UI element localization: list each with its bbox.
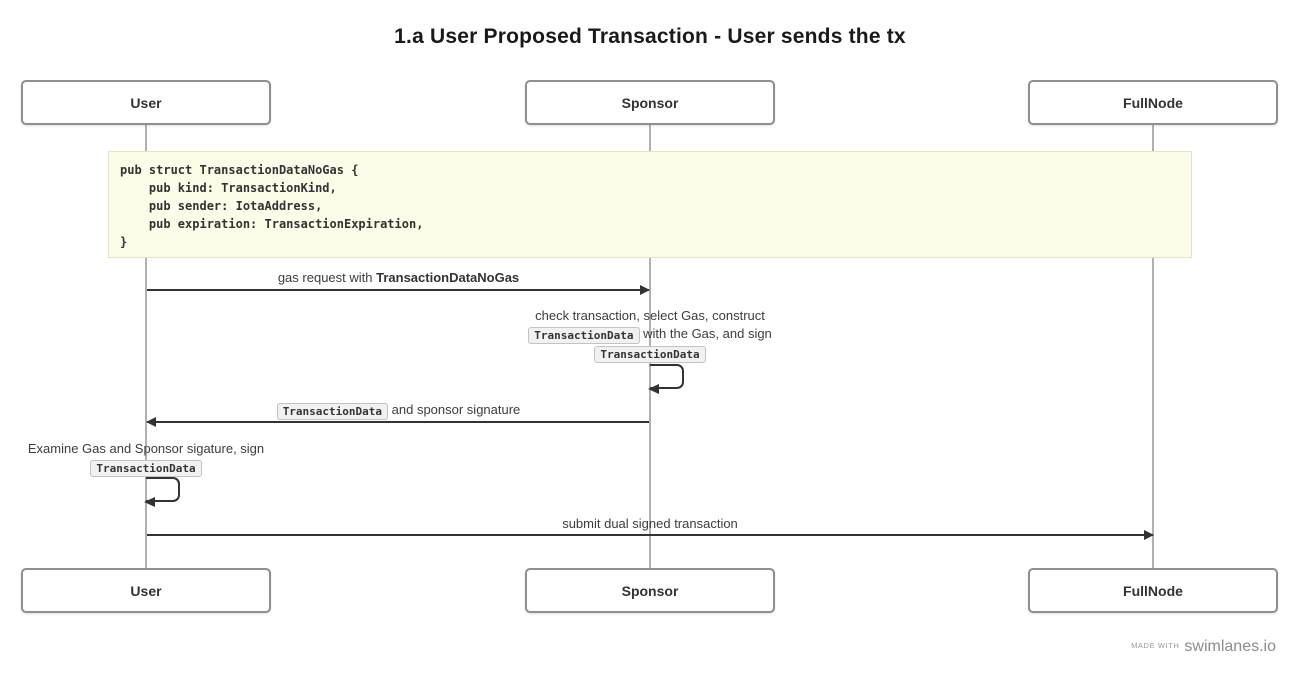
actor-box-fullnode-bottom: FullNode bbox=[1028, 568, 1278, 613]
message-text: and sponsor signature bbox=[388, 402, 521, 417]
message-text: gas request with bbox=[277, 270, 377, 285]
swimlanes-logo[interactable]: swimlanes.io bbox=[1184, 638, 1276, 655]
actor-label-user-bottom: User bbox=[130, 582, 162, 599]
self-loop-user bbox=[144, 477, 180, 507]
actor-label-sponsor-top: Sponsor bbox=[621, 94, 679, 111]
actor-box-user-top: User bbox=[21, 80, 271, 125]
actor-box-sponsor-top: Sponsor bbox=[525, 80, 775, 125]
message-line: TransactionData bbox=[0, 458, 292, 477]
message-label-sponsor-self: check transaction, select Gas, construct… bbox=[450, 307, 850, 363]
self-loop-sponsor bbox=[648, 364, 684, 394]
message-line: TransactionData bbox=[450, 344, 850, 363]
code-note: pub struct TransactionDataNoGas { pub ki… bbox=[108, 151, 1192, 258]
code-line: pub sender: IotaAddress, bbox=[120, 199, 323, 213]
code-line: pub struct TransactionDataNoGas { bbox=[120, 163, 359, 177]
code-line: } bbox=[120, 235, 128, 249]
arrow-user-to-sponsor bbox=[147, 285, 650, 295]
actor-box-user-bottom: User bbox=[21, 568, 271, 613]
actor-label-fullnode-bottom: FullNode bbox=[1123, 582, 1183, 599]
code-chip: TransactionData bbox=[594, 346, 706, 363]
message-line: check transaction, select Gas, construct bbox=[535, 308, 765, 323]
lifeline-user bbox=[145, 124, 147, 570]
arrow-sponsor-to-user bbox=[146, 417, 649, 427]
code-chip: TransactionData bbox=[90, 460, 202, 477]
arrow-user-to-fullnode bbox=[147, 530, 1154, 540]
code-line: pub kind: TransactionKind, bbox=[120, 181, 337, 195]
message-line: TransactionData with the Gas, and sign bbox=[450, 325, 850, 344]
swimlanes-branding[interactable]: MADE WITH swimlanes.io bbox=[1131, 638, 1276, 656]
message-label-submit: submit dual signed transaction bbox=[147, 515, 1153, 533]
lifeline-fullnode bbox=[1152, 124, 1154, 570]
diagram-title: 1.a User Proposed Transaction - User sen… bbox=[394, 25, 906, 48]
arrowhead-right-icon bbox=[1144, 530, 1154, 540]
code-chip: TransactionData bbox=[528, 327, 640, 344]
arrowhead-left-icon bbox=[146, 417, 156, 427]
actor-box-fullnode-top: FullNode bbox=[1028, 80, 1278, 125]
message-label-sponsor-return: TransactionData and sponsor signature bbox=[147, 401, 650, 420]
arrowhead-right-icon bbox=[640, 285, 650, 295]
message-label-user-self: Examine Gas and Sponsor sigature, sign T… bbox=[0, 440, 292, 477]
arrowhead-left-icon bbox=[648, 384, 659, 394]
actor-label-user-top: User bbox=[130, 94, 162, 111]
made-with-label: MADE WITH bbox=[1131, 641, 1180, 650]
message-text: submit dual signed transaction bbox=[562, 516, 738, 531]
arrowhead-left-icon bbox=[144, 497, 155, 507]
actor-box-sponsor-bottom: Sponsor bbox=[525, 568, 775, 613]
code-chip: TransactionData bbox=[276, 403, 389, 420]
message-line: Examine Gas and Sponsor sigature, sign bbox=[27, 441, 265, 456]
message-text-bold: TransactionDataNoGas bbox=[376, 270, 520, 285]
actor-label-sponsor-bottom: Sponsor bbox=[621, 582, 679, 599]
code-line: pub expiration: TransactionExpiration, bbox=[120, 217, 424, 231]
message-label-gas-request: gas request with TransactionDataNoGas bbox=[147, 269, 650, 287]
actor-label-fullnode-top: FullNode bbox=[1123, 94, 1183, 111]
